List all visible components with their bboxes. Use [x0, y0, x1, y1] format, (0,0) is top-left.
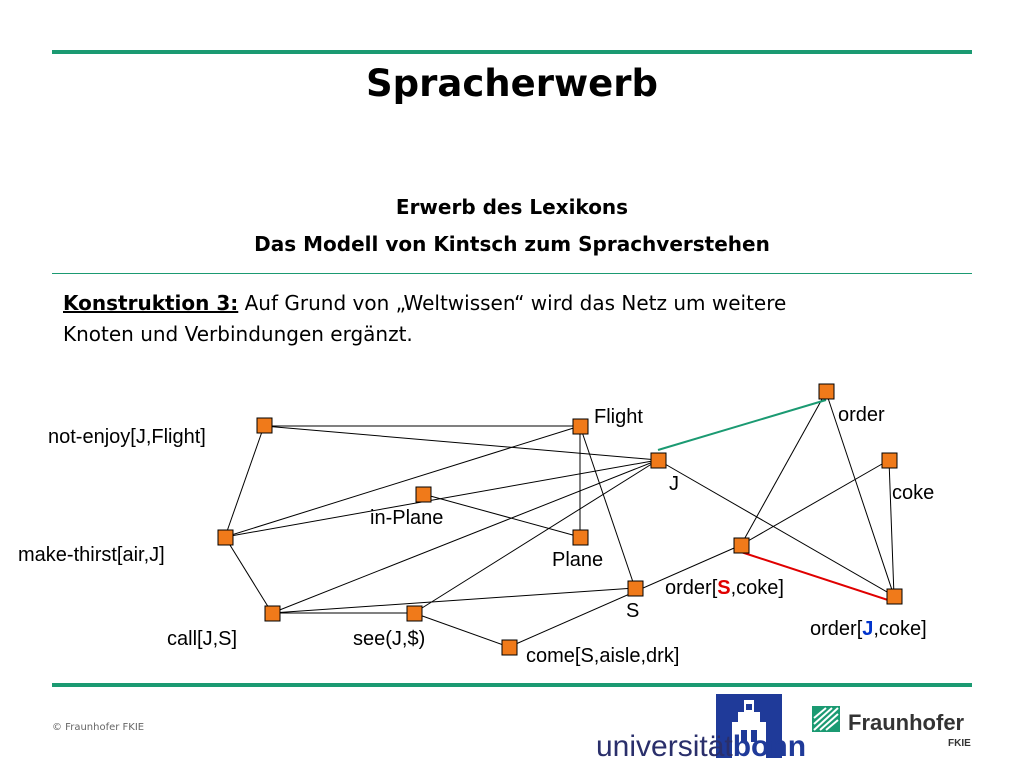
copyright: © Fraunhofer FKIE — [52, 722, 145, 733]
edge — [271, 587, 636, 614]
edge — [224, 425, 581, 538]
node-flight — [572, 418, 589, 435]
fkie-wordmark: FKIE — [948, 738, 971, 749]
label-order-j: order[J,coke] — [810, 618, 927, 640]
edge — [888, 459, 895, 597]
page-title: Spracherwerb — [366, 62, 658, 105]
node-s — [627, 580, 644, 597]
label-in-plane: in-Plane — [370, 507, 443, 529]
edge — [413, 612, 510, 648]
label-flight: Flight — [594, 406, 643, 428]
edge — [740, 391, 827, 546]
construction-text-2: Knoten und Verbindungen ergänzt. — [63, 322, 413, 346]
edge — [579, 425, 636, 589]
edge — [271, 459, 659, 614]
label-s: S — [626, 600, 639, 622]
fraunhofer-logo-emblem — [812, 706, 840, 732]
construction-paragraph: Konstruktion 3: Auf Grund von „Weltwisse… — [63, 288, 963, 350]
fraunhofer-wordmark: Fraunhofer — [848, 710, 965, 735]
edge — [657, 459, 895, 597]
subtitle-lexikon: Erwerb des Lexikons — [395, 195, 629, 219]
node-come — [501, 639, 518, 656]
node-not-enjoy — [256, 417, 273, 434]
edge — [263, 425, 659, 461]
mid-rule — [52, 273, 972, 274]
edge — [224, 425, 265, 538]
subtitle-kintsch: Das Modell von Kintsch zum Sprachversteh… — [254, 232, 770, 256]
label-order: order — [838, 404, 885, 426]
node-j — [650, 452, 667, 469]
edge — [422, 493, 581, 538]
bottom-rule — [52, 683, 972, 687]
edge — [413, 459, 659, 614]
node-order-s — [733, 537, 750, 554]
label-come: come[S,aisle,drk] — [526, 645, 679, 667]
uni-bonn-wordmark: universitätbonn — [596, 730, 806, 764]
edge — [740, 459, 890, 546]
edge — [224, 459, 659, 538]
label-coke: coke — [892, 482, 934, 504]
label-make-thirst: make-thirst[air,J] — [18, 544, 165, 566]
edges — [224, 391, 895, 648]
label-j: J — [669, 473, 679, 495]
construction-lead: Konstruktion 3: — [63, 291, 239, 315]
top-rule — [52, 50, 972, 54]
bonn-logo-emblem — [716, 694, 782, 758]
edge — [224, 536, 273, 614]
node-coke — [881, 452, 898, 469]
nodes — [217, 383, 903, 656]
node-call — [264, 605, 281, 622]
construction-text-1: Auf Grund von „Weltwissen“ wird das Netz… — [238, 291, 787, 315]
label-not-enjoy: not-enjoy[J,Flight] — [48, 426, 206, 448]
edge — [508, 544, 742, 648]
node-in-plane — [415, 486, 432, 503]
label-order-s: order[S,coke] — [665, 577, 784, 599]
node-see — [406, 605, 423, 622]
edge — [825, 391, 895, 597]
uni-prefix: universität — [596, 730, 733, 763]
label-see: see(J,$) — [353, 628, 425, 650]
node-make-thirst — [217, 529, 234, 546]
node-plane — [572, 529, 589, 546]
edge-j-order-highlight — [657, 399, 827, 451]
uni-bold: bonn — [732, 730, 807, 763]
label-plane: Plane — [552, 549, 603, 571]
label-call: call[J,S] — [167, 628, 237, 650]
edge-order-s-order-j-highlight — [740, 551, 895, 603]
node-order-j — [886, 588, 903, 605]
node-order — [818, 383, 835, 400]
